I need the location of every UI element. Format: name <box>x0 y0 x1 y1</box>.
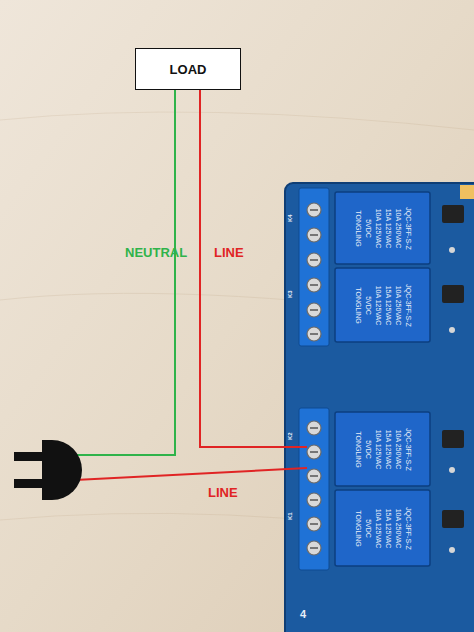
relay-marking-text: 5VDC <box>363 440 373 459</box>
relay-marking-text: 5VDC <box>363 519 373 538</box>
terminal-blocks <box>299 188 329 570</box>
relay-board <box>285 183 474 632</box>
relay-marking-text: 10A 250VAC <box>393 208 403 248</box>
neutral-wire <box>75 90 175 455</box>
relay-marking-text: 15A 125VAC <box>383 208 393 248</box>
silkscreen-label: K3 <box>287 290 293 298</box>
screw-slots <box>310 210 318 548</box>
relay-marking-text: TONGLING <box>353 210 363 246</box>
node-label: LOAD <box>170 62 207 77</box>
relay-marking: JQC-3FF-S-Z10A 250VAC15A 125VAC10A 125VA… <box>335 192 430 264</box>
relay-marking: JQC-3FF-S-Z10A 250VAC15A 125VAC10A 125VA… <box>335 490 430 566</box>
relay-marking-text: JQC-3FF-S-Z <box>403 507 413 549</box>
components <box>442 185 474 528</box>
wire-label: NEUTRAL <box>125 245 187 260</box>
relay-marking-text: 10A 250VAC <box>393 508 403 548</box>
silkscreen-label: K1 <box>287 512 293 520</box>
line-wire <box>200 90 307 447</box>
relay-marking-text: 15A 125VAC <box>383 285 393 325</box>
wood-grain <box>0 112 474 540</box>
plug-symbol <box>14 440 82 500</box>
wire-label: LINE <box>214 245 244 260</box>
silkscreen-label: K2 <box>287 432 293 440</box>
relay-marking-text: JQC-3FF-S-Z <box>403 284 413 326</box>
relay-marking-text: TONGLING <box>353 287 363 323</box>
relay-marking-text: 10A 250VAC <box>393 285 403 325</box>
relay-marking: JQC-3FF-S-Z10A 250VAC15A 125VAC10A 125VA… <box>335 268 430 342</box>
relay-marking-text: 5VDC <box>363 296 373 315</box>
relay-marking-text: 15A 125VAC <box>383 429 393 469</box>
silkscreen-label: 4 <box>300 608 306 620</box>
relay-marking-text: TONGLING <box>353 510 363 546</box>
relay-marking: JQC-3FF-S-Z10A 250VAC15A 125VAC10A 125VA… <box>335 412 430 486</box>
load-box: LOAD <box>135 48 241 90</box>
relay-marking-text: 10A 125VAC <box>373 285 383 325</box>
line-wire <box>75 468 307 480</box>
wire-label: LINE <box>208 485 238 500</box>
silkscreen-label: K4 <box>287 214 293 222</box>
relay-marking-text: TONGLING <box>353 431 363 467</box>
relay-marking-text: 10A 125VAC <box>373 508 383 548</box>
terminal-screws <box>307 203 321 555</box>
relay-marking-text: JQC-3FF-S-Z <box>403 207 413 249</box>
relay-marking-text: 15A 125VAC <box>383 508 393 548</box>
relay-marking-text: 10A 125VAC <box>373 429 383 469</box>
board-edge <box>285 183 474 632</box>
relay-marking-text: 10A 250VAC <box>393 429 403 469</box>
indicator-leds <box>449 247 455 553</box>
relay-marking-text: JQC-3FF-S-Z <box>403 428 413 470</box>
relay-marking-text: 10A 125VAC <box>373 208 383 248</box>
relay-bodies <box>335 192 430 566</box>
relay-marking-text: 5VDC <box>363 219 373 238</box>
